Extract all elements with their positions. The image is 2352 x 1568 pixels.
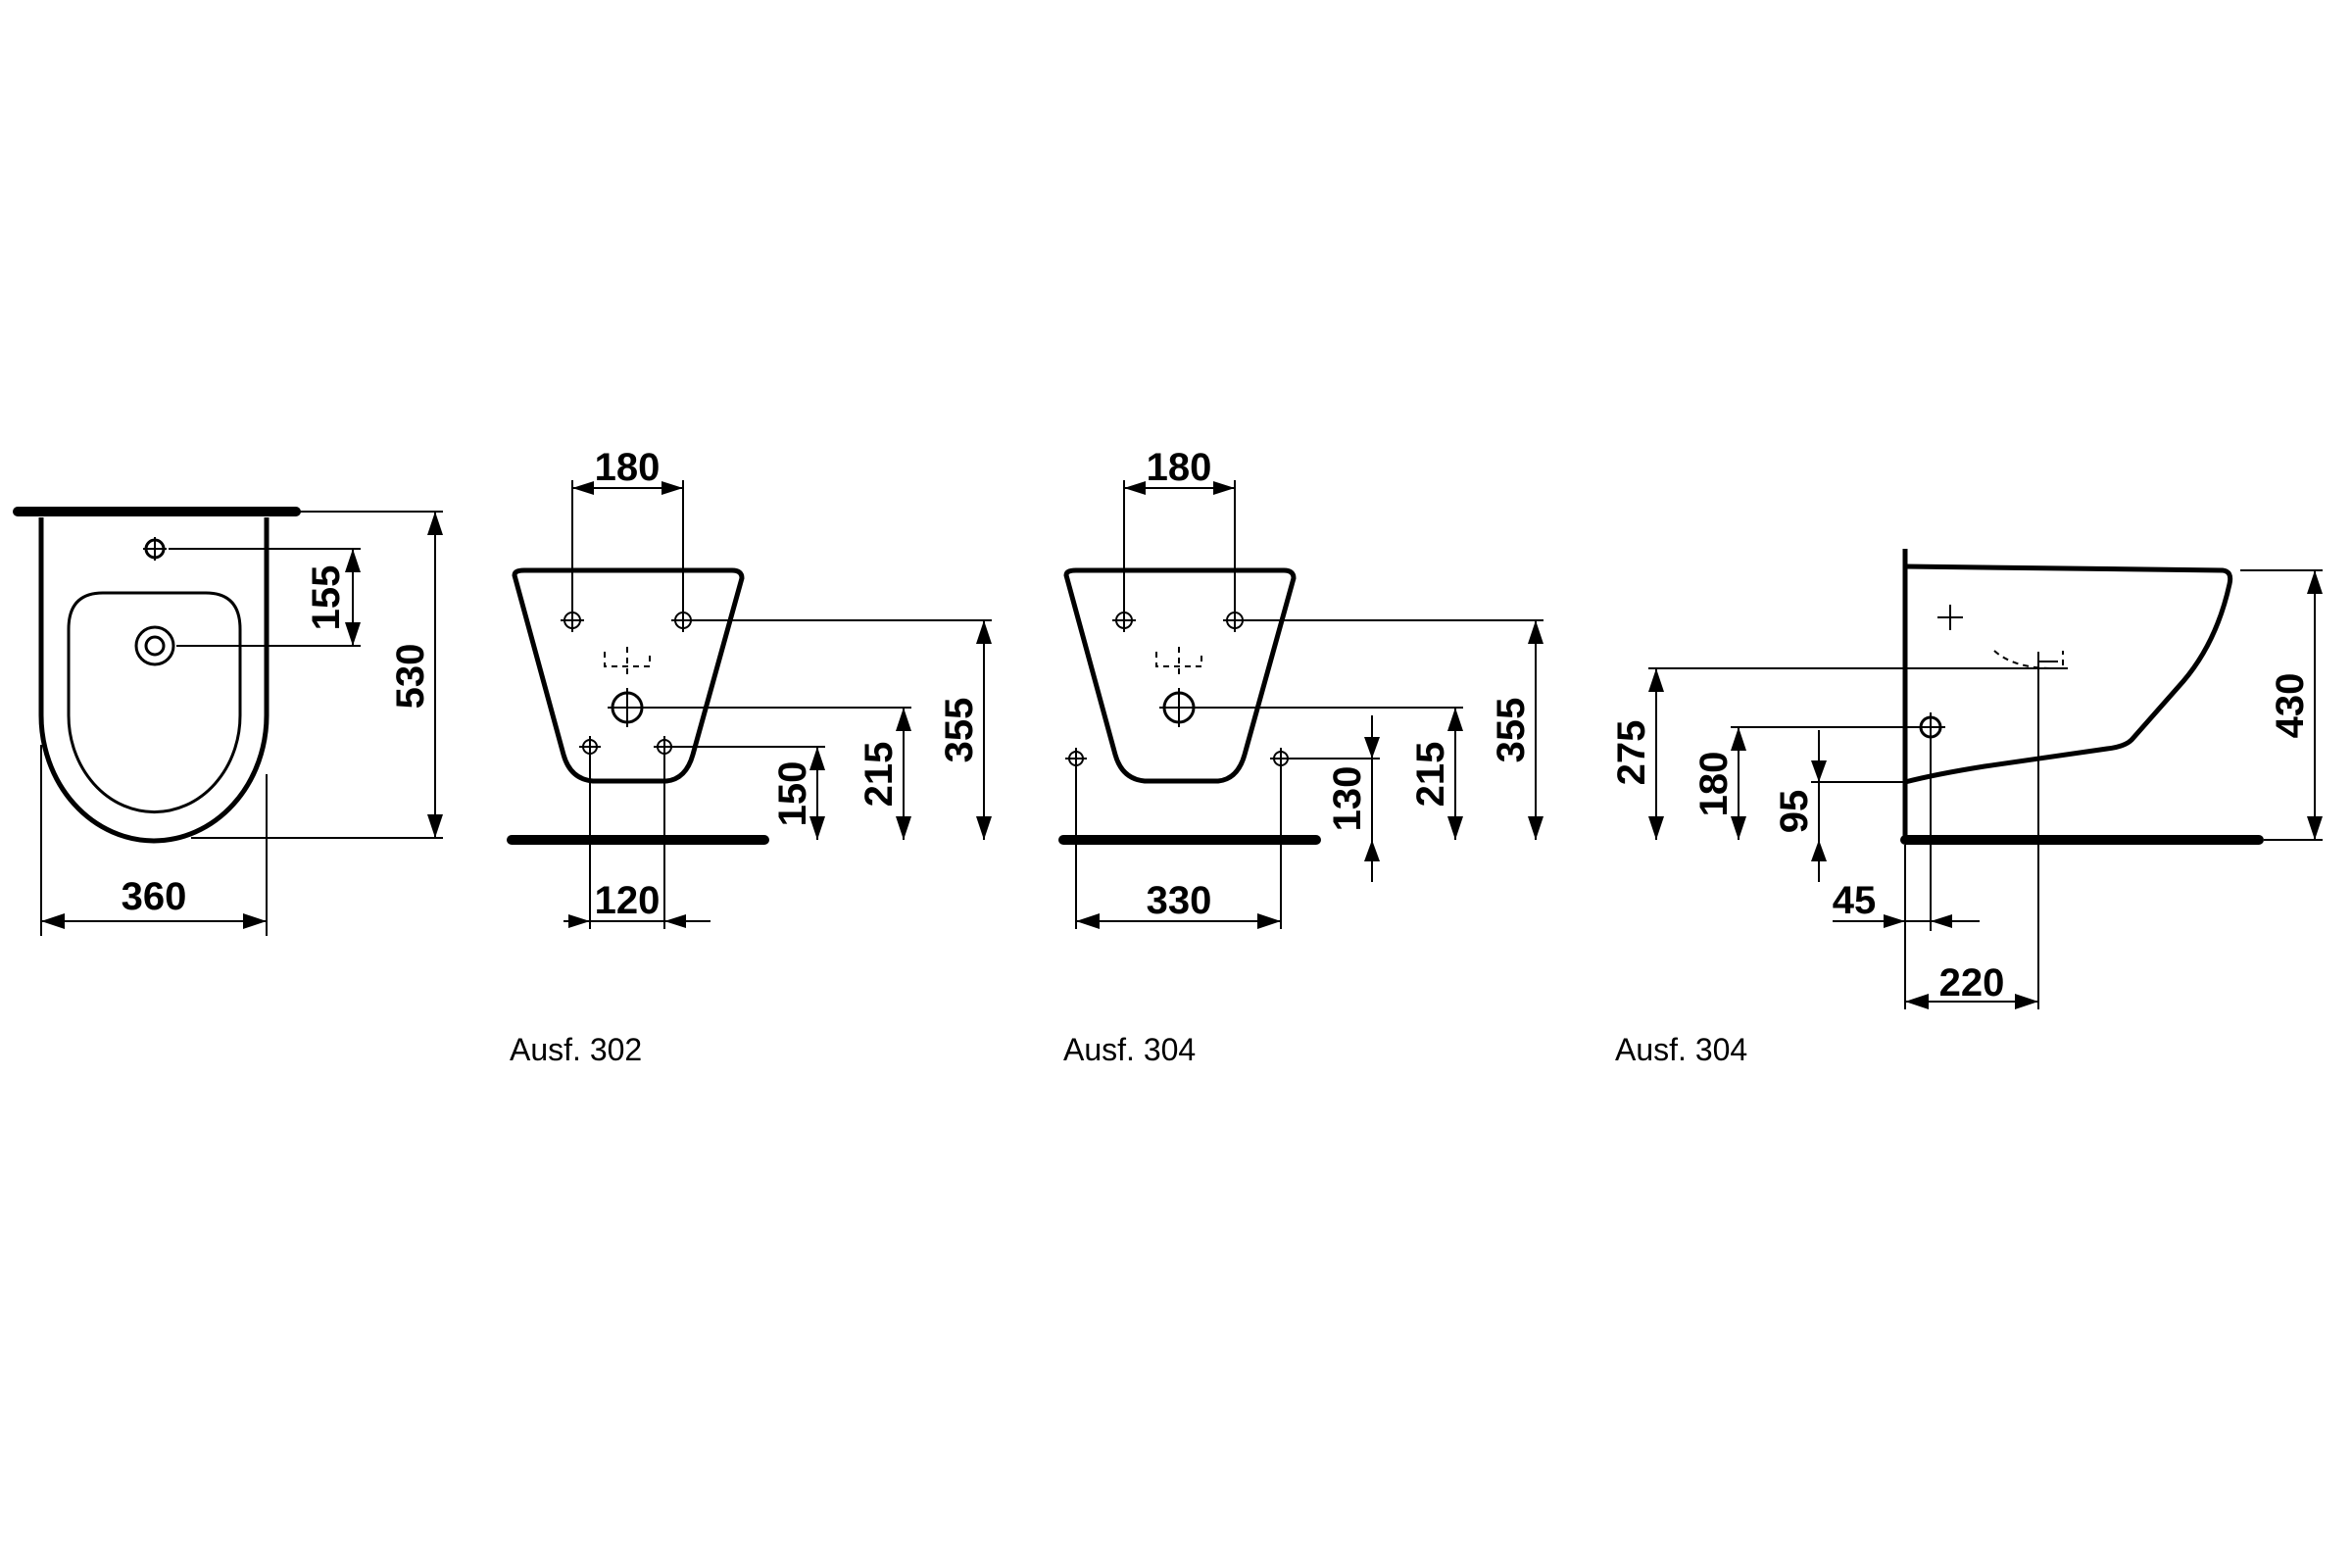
- fixing-hole-icon: [1112, 609, 1136, 632]
- dim-302-180: 180: [595, 446, 661, 489]
- dim-304-355: 355: [1490, 698, 1533, 763]
- dim-side-220: 220: [1939, 961, 2005, 1004]
- fixing-hole-icon: [561, 609, 584, 632]
- bidet-front-outline: [512, 567, 745, 784]
- dim-top-530: 530: [389, 644, 432, 710]
- fixing-hole-icon: [1065, 748, 1087, 769]
- dim-side-95: 95: [1773, 790, 1816, 834]
- dim-302-120: 120: [595, 879, 661, 922]
- fixing-hole-icon: [579, 736, 601, 758]
- water-connection-icon: [1159, 688, 1199, 727]
- side-view-304: 275 180 95 430 45 220 Ausf. 30: [1610, 549, 2323, 1067]
- dim-302-150: 150: [771, 761, 814, 827]
- dim-side-275: 275: [1610, 720, 1653, 786]
- dim-304-130: 130: [1326, 766, 1369, 832]
- dim-side-45: 45: [1833, 879, 1877, 922]
- bidet-front-outline: [1063, 567, 1297, 784]
- drain-icon: [134, 625, 175, 666]
- top-view: 155 530 360: [13, 507, 443, 936]
- caption-304-front: Ausf. 304: [1063, 1032, 1196, 1067]
- caption-302: Ausf. 302: [510, 1032, 642, 1067]
- dim-side-430: 430: [2269, 673, 2312, 739]
- front-view-304: 180 355 215 130 330 Ausf. 304: [1058, 446, 1544, 1067]
- dim-302-355: 355: [938, 698, 981, 763]
- dim-side-180: 180: [1692, 752, 1736, 817]
- dim-top-360: 360: [122, 875, 187, 918]
- dim-304-330: 330: [1147, 879, 1212, 922]
- fixing-hole-icon: [1270, 748, 1292, 769]
- dim-304-215: 215: [1409, 742, 1452, 808]
- dim-302-215: 215: [858, 742, 901, 808]
- bidet-side-outline: [1904, 564, 2233, 785]
- bowl-outline: [38, 517, 270, 844]
- fixing-hole-icon: [654, 736, 675, 758]
- bowl-inner-outline: [67, 591, 242, 814]
- dim-304-180: 180: [1147, 446, 1212, 489]
- dim-top-155: 155: [305, 565, 348, 631]
- water-connection-icon: [608, 688, 647, 727]
- front-view-302: 180 355 215 150 120 Ausf. 302: [507, 446, 992, 1067]
- caption-304-side: Ausf. 304: [1615, 1032, 1747, 1067]
